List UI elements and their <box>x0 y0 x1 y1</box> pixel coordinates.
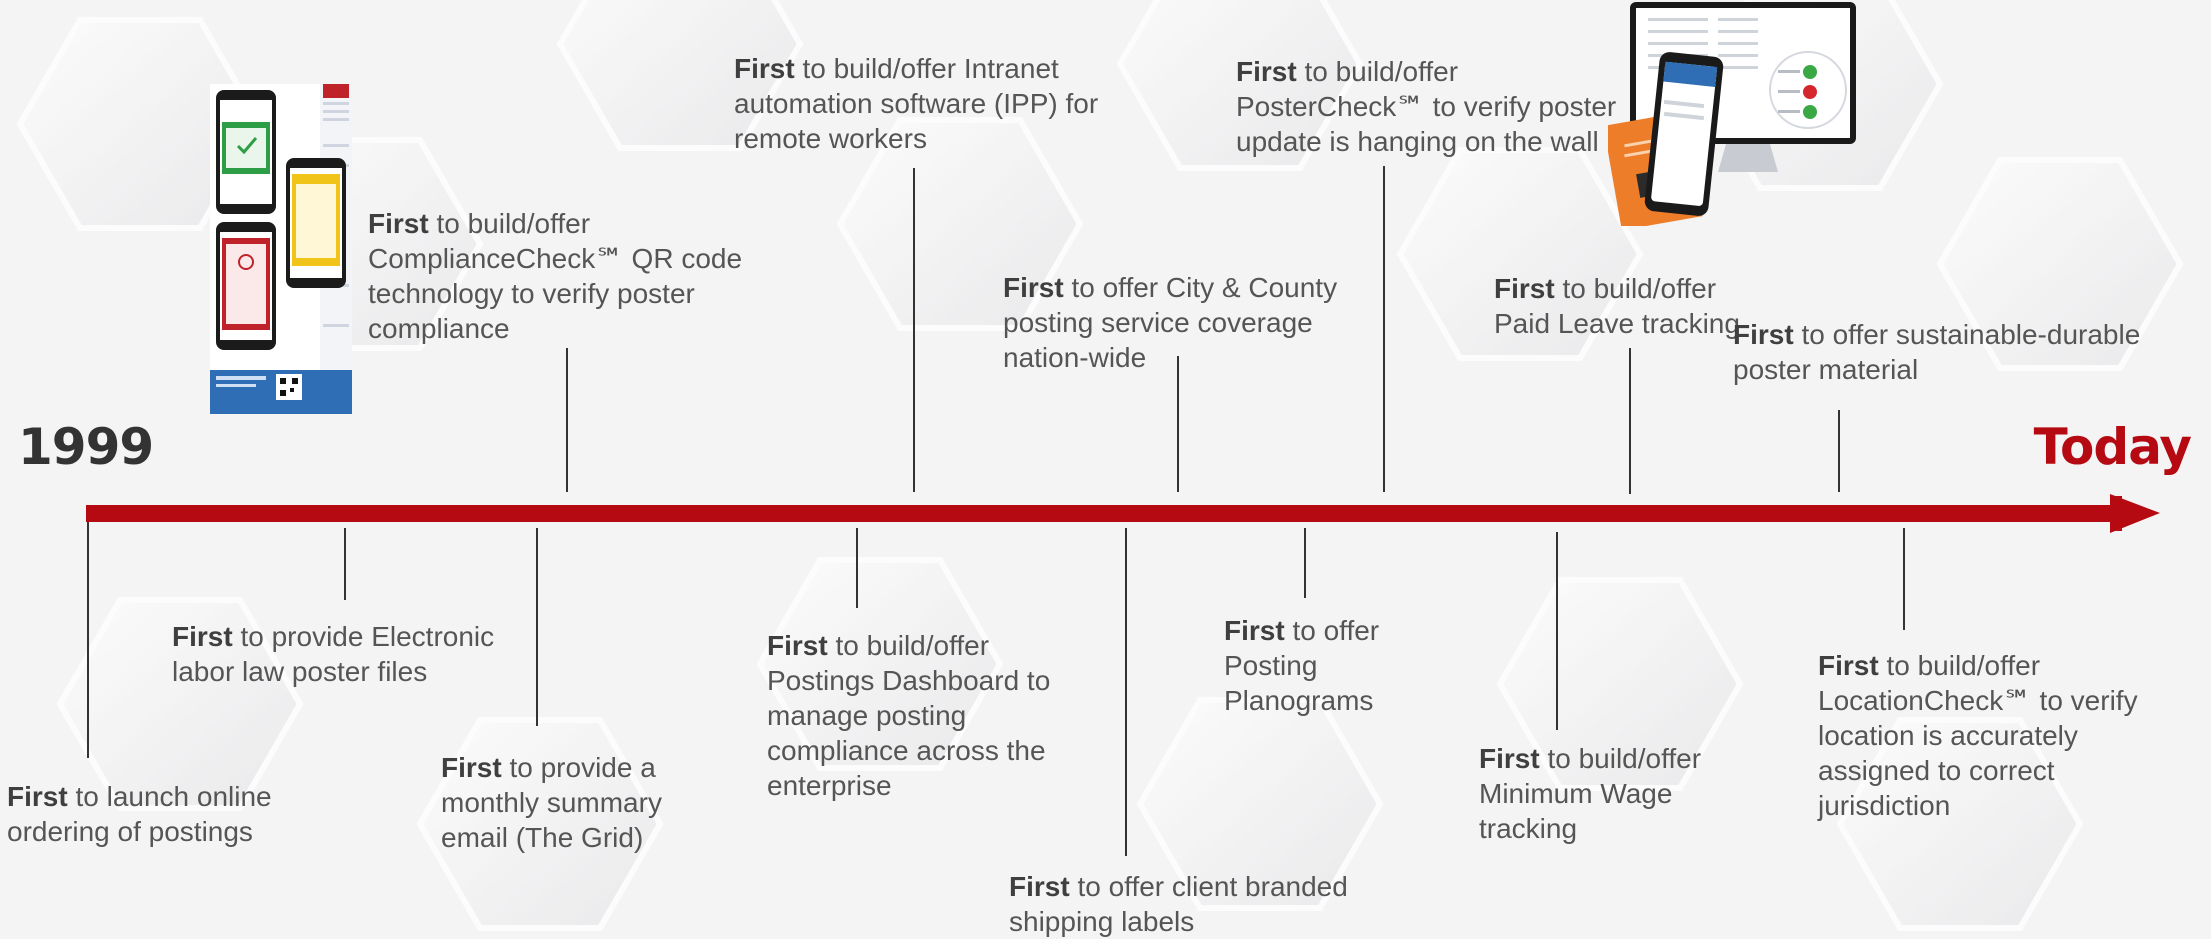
milestone-electronic-files: First to provide Electronic labor law po… <box>172 619 532 689</box>
milestone-lead: First <box>1003 272 1064 303</box>
milestone-city-county: First to offer City & County posting ser… <box>1003 270 1388 375</box>
milestone-text: to build/offer Postings Dashboard to man… <box>767 630 1051 801</box>
milestone-lead: First <box>441 752 502 783</box>
milestone-text: to build/offer LocationCheck℠ to verify … <box>1818 650 2138 821</box>
milestone-text: to build/offer ComplianceCheck℠ QR code … <box>368 208 743 344</box>
milestone-lead: First <box>734 53 795 84</box>
milestone-lead: First <box>1818 650 1879 681</box>
milestone-lead: First <box>368 208 429 239</box>
milestone-shipping-labels: First to offer client branded shipping l… <box>1009 869 1389 939</box>
milestone-text: to build/offer Minimum Wage tracking <box>1479 743 1702 844</box>
milestone-lead: First <box>1733 319 1794 350</box>
milestone-lead: First <box>1224 615 1285 646</box>
milestone-intranet: First to build/offer Intranet automation… <box>734 51 1154 156</box>
timeline-end-label: Today <box>2033 418 2192 476</box>
milestone-lead: First <box>1479 743 1540 774</box>
postercheck-devices-image <box>1603 2 1856 231</box>
milestone-sustainable: First to offer sustainable-durable poste… <box>1733 317 2203 387</box>
milestone-lead: First <box>1494 273 1555 304</box>
milestone-text: to provide Electronic labor law poster f… <box>172 621 495 687</box>
milestone-text: to offer City & County posting service c… <box>1003 272 1338 373</box>
milestone-lead: First <box>172 621 233 652</box>
milestone-online-ordering: First to launch online ordering of posti… <box>7 779 307 849</box>
milestone-text: to offer client branded shipping labels <box>1009 871 1348 937</box>
milestone-text: to build/offer Paid Leave tracking <box>1494 273 1740 339</box>
milestone-lead: First <box>767 630 828 661</box>
timeline-arrow-shaft <box>86 505 2121 522</box>
compliancecheck-phones-image <box>210 84 352 414</box>
milestone-lead: First <box>7 781 68 812</box>
milestone-dashboard: First to build/offer Postings Dashboard … <box>767 628 1067 803</box>
milestone-text: to offer sustainable-durable poster mate… <box>1733 319 2141 385</box>
milestone-lead: First <box>1009 871 1070 902</box>
milestone-text: to launch online ordering of postings <box>7 781 272 847</box>
milestone-compliancecheck: First to build/offer ComplianceCheck℠ QR… <box>368 206 773 346</box>
milestone-lead: First <box>1236 56 1297 87</box>
milestone-text: to provide a monthly summary email (The … <box>441 752 662 853</box>
milestone-text: to build/offer PosterCheck℠ to verify po… <box>1236 56 1617 157</box>
milestone-text: to offer Posting Planograms <box>1224 615 1380 716</box>
milestone-planograms: First to offer Posting Planograms <box>1224 613 1424 718</box>
timeline-start-year: 1999 <box>18 418 154 476</box>
milestone-monthly-summary: First to provide a monthly summary email… <box>441 750 711 855</box>
milestone-paid-leave: First to build/offer Paid Leave tracking <box>1494 271 1749 341</box>
milestone-minimum-wage: First to build/offer Minimum Wage tracki… <box>1479 741 1729 846</box>
milestone-text: to build/offer Intranet automation softw… <box>734 53 1099 154</box>
milestone-postercheck: First to build/offer PosterCheck℠ to ver… <box>1236 54 1626 159</box>
milestone-locationcheck: First to build/offer LocationCheck℠ to v… <box>1818 648 2168 823</box>
timeline-arrow-tip <box>2110 494 2160 533</box>
